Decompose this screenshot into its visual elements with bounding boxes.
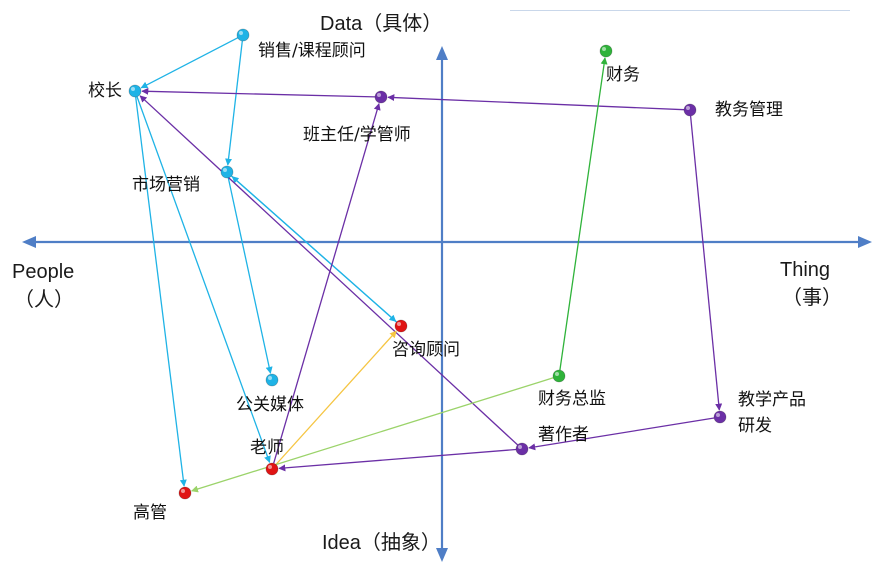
node-highlight-cfo <box>555 372 559 376</box>
edge-teacher-to-consultant <box>275 330 397 465</box>
node-principal: 校长 <box>88 81 142 101</box>
edge-academic-to-head_teacher <box>387 94 685 111</box>
node-pr: 公关媒体 <box>236 373 304 415</box>
axis-label-top: Data（具体） <box>320 12 442 35</box>
node-label-author: 著作者 <box>538 425 589 445</box>
horizontal-axis-left-arrow <box>22 236 36 248</box>
node-exec: 高管 <box>133 486 192 523</box>
node-highlight-finance <box>602 47 606 51</box>
node-dot-consultant <box>394 319 408 333</box>
horizontal-axis-right-arrow <box>858 236 872 248</box>
node-label-academic: 教务管理 <box>715 100 783 120</box>
node-label-finance: 财务 <box>606 65 640 85</box>
node-highlight-sales <box>239 31 243 35</box>
edge-teacher-to-head_teacher <box>273 103 381 464</box>
node-dot-academic <box>683 103 697 117</box>
node-label-cfo: 财务总监 <box>538 389 606 409</box>
node-author: 著作者 <box>515 425 589 456</box>
axis-label-bottom: Idea（抽象） <box>322 531 441 554</box>
vertical-axis-bottom-arrow <box>436 548 448 562</box>
node-dot-exec <box>178 486 192 500</box>
node-label-teacher: 老师 <box>250 438 284 458</box>
edge-rnd-to-author <box>528 417 715 451</box>
node-highlight-rnd <box>716 413 720 417</box>
node-dot-sales <box>236 28 250 42</box>
edge-principal-to-teacher <box>136 96 271 464</box>
edges <box>135 37 723 493</box>
axis-label-left: People <box>12 261 74 283</box>
node-highlight-principal <box>131 87 135 91</box>
edge-sales-to-marketing <box>225 40 243 166</box>
node-sales: 销售/课程顾问 <box>236 28 366 61</box>
node-label-sales: 销售/课程顾问 <box>258 41 366 61</box>
edge-marketing-to-pr <box>227 177 273 374</box>
node-dot-teacher <box>265 462 279 476</box>
edge-consultant-to-marketing <box>231 176 397 323</box>
node-highlight-marketing <box>223 168 227 172</box>
node-label-marketing: 市场营销 <box>132 175 200 195</box>
node-dot-principal <box>128 84 142 98</box>
axes <box>22 46 872 562</box>
edge-sales-to-principal <box>140 37 238 89</box>
node-label-principal: 校长 <box>88 81 122 101</box>
node-highlight-pr <box>268 376 272 380</box>
node-highlight-author <box>518 445 522 449</box>
edge-author-to-principal <box>139 95 519 446</box>
node-label-rnd: 教学产品研发 <box>738 390 806 436</box>
node-dot-cfo <box>552 369 566 383</box>
node-highlight-consultant <box>397 322 401 326</box>
axis-label-right: Thing <box>780 259 830 281</box>
node-dot-head_teacher <box>374 90 388 104</box>
node-consultant: 咨询顾问 <box>392 319 460 360</box>
node-highlight-exec <box>181 489 185 493</box>
edge-author-to-teacher <box>278 448 517 472</box>
node-dot-finance <box>599 44 613 58</box>
vertical-axis-top-arrow <box>436 46 448 60</box>
node-dot-author <box>515 442 529 456</box>
node-highlight-teacher <box>268 465 272 469</box>
labels: Data（具体） Idea（抽象） People （人） Thing （事） <box>12 12 842 554</box>
edge-head_teacher-to-principal <box>141 87 376 98</box>
edge-cfo-to-exec <box>191 377 554 493</box>
node-highlight-academic <box>686 106 690 110</box>
node-head_teacher: 班主任/学管师 <box>303 90 411 145</box>
node-cfo: 财务总监 <box>538 369 606 409</box>
node-dot-pr <box>265 373 279 387</box>
top-rule <box>510 10 850 11</box>
node-label-exec: 高管 <box>133 503 167 523</box>
node-highlight-head_teacher <box>377 93 381 97</box>
node-academic: 教务管理 <box>683 100 783 120</box>
edge-cfo-to-finance <box>559 57 608 371</box>
node-label-pr: 公关媒体 <box>236 395 304 415</box>
edge-principal-to-exec <box>135 96 187 487</box>
node-label-consultant: 咨询顾问 <box>392 340 460 360</box>
node-dot-marketing <box>220 165 234 179</box>
edge-academic-to-rnd <box>689 115 723 411</box>
node-label-head_teacher: 班主任/学管师 <box>303 125 411 145</box>
axis-label-left-sub: （人） <box>14 288 74 311</box>
axis-label-right-sub: （事） <box>782 286 842 309</box>
node-dot-rnd <box>713 410 727 424</box>
node-marketing: 市场营销 <box>132 165 234 195</box>
node-teacher: 老师 <box>250 438 284 476</box>
node-rnd: 教学产品研发 <box>713 390 806 436</box>
node-finance: 财务 <box>599 44 640 85</box>
